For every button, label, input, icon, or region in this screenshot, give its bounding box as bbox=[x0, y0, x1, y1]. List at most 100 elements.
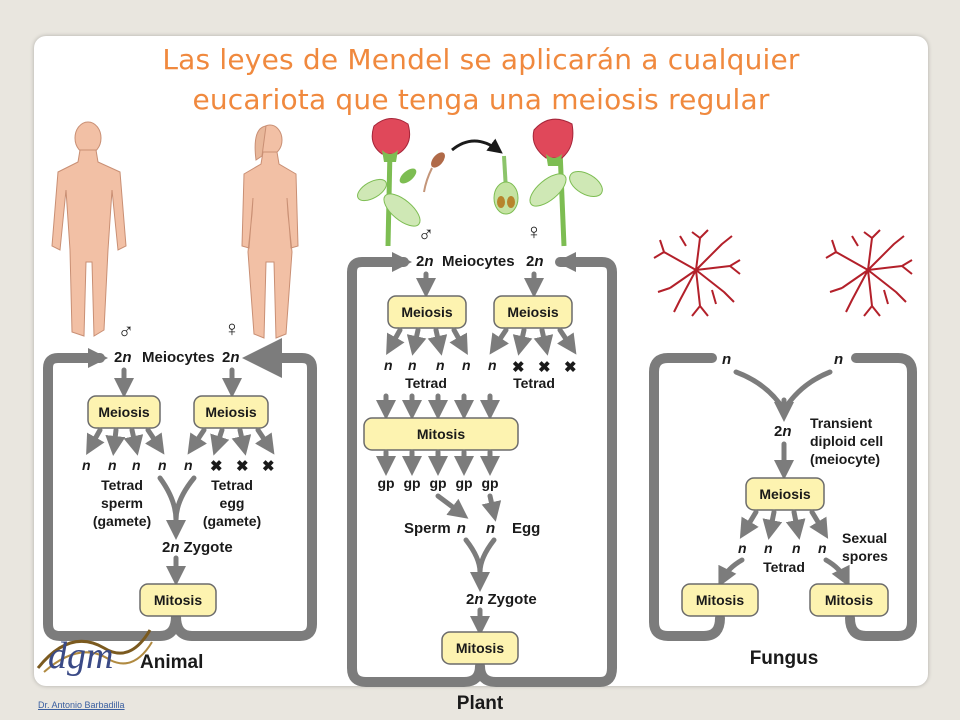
pollination-arrow bbox=[451, 138, 503, 154]
svg-text:Transient: Transient bbox=[810, 415, 873, 431]
animal-2n-right: 2n bbox=[222, 349, 240, 366]
svg-text:Tetrad: Tetrad bbox=[101, 477, 143, 493]
svg-text:n: n bbox=[488, 357, 497, 373]
animal-mitosis-box bbox=[139, 583, 217, 617]
author-credit-link[interactable]: Dr. Antonio Barbadilla bbox=[38, 700, 125, 710]
svg-text:n: n bbox=[792, 540, 801, 556]
plant-degenerate-cells: ✖ ✖ ✖ bbox=[512, 359, 577, 376]
plant-mitosis-box-gametophyte bbox=[363, 417, 519, 451]
plant-egg-n: n bbox=[486, 520, 495, 537]
fungus-mycelium-left bbox=[653, 229, 741, 317]
animal-meiosis-label-female: Meiosis bbox=[205, 404, 257, 420]
fungus-mitosis-label-left: Mitosis bbox=[696, 592, 744, 608]
plant-meiosis-label-female: Meiosis bbox=[507, 304, 559, 320]
title-line-1: Las leyes de Mendel se aplicarán a cualq… bbox=[162, 43, 800, 76]
fungus-n-right: n bbox=[834, 351, 843, 368]
plant-mitosis-label-gametophyte: Mitosis bbox=[417, 426, 465, 442]
svg-text:n: n bbox=[158, 457, 167, 473]
human-male-figure bbox=[51, 121, 127, 337]
fungus-spores-label: Sexual spores bbox=[842, 530, 888, 564]
fungus-mitosis-box-right bbox=[809, 583, 889, 617]
animal-caption: Animal bbox=[140, 652, 203, 673]
animal-meiosis-box-male bbox=[87, 395, 161, 429]
svg-text:✖: ✖ bbox=[236, 458, 249, 475]
plant-haploid-row: n n n n n bbox=[384, 357, 497, 373]
title-line-2: eucariota que tenga una meiosis regular bbox=[192, 83, 770, 116]
svg-text:gp: gp bbox=[429, 475, 446, 491]
plant-fusion-arrow bbox=[463, 537, 497, 584]
svg-text:n: n bbox=[436, 357, 445, 373]
human-female-figure bbox=[241, 124, 299, 339]
svg-text:✖: ✖ bbox=[210, 458, 223, 475]
svg-text:✖: ✖ bbox=[512, 359, 525, 376]
male-symbol-plant: ♂ bbox=[418, 221, 435, 246]
animal-haploid-row: n n n n n bbox=[82, 457, 193, 473]
fungus-mitosis-box-left bbox=[681, 583, 759, 617]
animal-2n-left: 2n bbox=[114, 349, 132, 366]
plant-2n-left: 2n bbox=[416, 253, 434, 270]
male-flower bbox=[357, 118, 421, 247]
plant-2n-right: 2n bbox=[526, 253, 544, 270]
pistil-ovary bbox=[493, 155, 519, 215]
svg-text:n: n bbox=[462, 357, 471, 373]
animal-degenerate-cells: ✖ ✖ ✖ bbox=[210, 458, 275, 475]
pollen-grain bbox=[423, 152, 445, 193]
svg-text:n: n bbox=[818, 540, 827, 556]
svg-text:(gamete): (gamete) bbox=[203, 513, 261, 529]
fungus-n-left: n bbox=[722, 351, 731, 368]
female-flower bbox=[529, 118, 603, 247]
male-symbol-animal: ♂ bbox=[118, 318, 135, 343]
svg-text:egg: egg bbox=[220, 495, 245, 511]
svg-text:(gamete): (gamete) bbox=[93, 513, 151, 529]
plant-meiosis-box-female bbox=[493, 295, 573, 329]
dgm-logo: dgm bbox=[36, 629, 153, 677]
plant-meiocytes-label: Meiocytes bbox=[442, 253, 515, 270]
fungus-haploid-row: n n n n bbox=[738, 540, 827, 556]
svg-text:n: n bbox=[738, 540, 747, 556]
svg-text:n: n bbox=[82, 457, 91, 473]
svg-text:n: n bbox=[184, 457, 193, 473]
plant-egg-label: Egg bbox=[512, 520, 540, 537]
svg-text:✖: ✖ bbox=[262, 458, 275, 475]
svg-text:Sexual: Sexual bbox=[842, 530, 887, 546]
animal-sperm-label: Tetrad sperm (gamete) bbox=[93, 477, 151, 529]
animal-egg-arrows bbox=[187, 427, 275, 456]
animal-fusion-arrow bbox=[157, 475, 197, 532]
svg-text:n: n bbox=[384, 357, 393, 373]
fungus-tetrad-label: Tetrad bbox=[763, 559, 805, 575]
female-symbol-animal: ♀ bbox=[224, 316, 241, 341]
animal-cycle-loop bbox=[43, 358, 317, 641]
svg-text:gp: gp bbox=[481, 475, 498, 491]
fungus-meiosis-label: Meiosis bbox=[759, 486, 811, 502]
svg-text:n: n bbox=[764, 540, 773, 556]
fungus-meiosis-arrows bbox=[739, 509, 829, 540]
svg-text:n: n bbox=[408, 357, 417, 373]
svg-text:diploid cell: diploid cell bbox=[810, 433, 883, 449]
fungus-transient-label: Transient diploid cell (meiocyte) bbox=[810, 415, 883, 467]
svg-text:✖: ✖ bbox=[564, 359, 577, 376]
fungus-caption: Fungus bbox=[750, 648, 819, 669]
svg-text:✖: ✖ bbox=[538, 359, 551, 376]
plant-gametophyte-row: gp gp gp gp gp bbox=[377, 475, 498, 491]
fungus-mitosis-label-right: Mitosis bbox=[825, 592, 873, 608]
plant-mitosis-label-sporophyte: Mitosis bbox=[456, 640, 504, 656]
animal-meiosis-box-female bbox=[193, 395, 269, 429]
fungus-mycelium-right bbox=[825, 229, 913, 317]
plant-meiosis-box-male bbox=[387, 295, 467, 329]
svg-text:gp: gp bbox=[403, 475, 420, 491]
svg-text:(meiocyte): (meiocyte) bbox=[810, 451, 880, 467]
animal-egg-label: Tetrad egg (gamete) bbox=[203, 477, 261, 529]
plant-meiosis-arrows bbox=[386, 327, 577, 356]
fungus-fusion-arrow bbox=[733, 369, 833, 414]
fungus-cycle-loop bbox=[649, 353, 917, 641]
plant-tetrad-female: Tetrad bbox=[513, 375, 555, 391]
svg-text:spores: spores bbox=[842, 548, 888, 564]
animal-meiosis-label-male: Meiosis bbox=[98, 404, 150, 420]
plant-meiosis-label-male: Meiosis bbox=[401, 304, 453, 320]
female-symbol-plant: ♀ bbox=[526, 219, 543, 244]
svg-text:gp: gp bbox=[377, 475, 394, 491]
slide-title: Las leyes de Mendel se aplicarán a cualq… bbox=[34, 40, 928, 120]
